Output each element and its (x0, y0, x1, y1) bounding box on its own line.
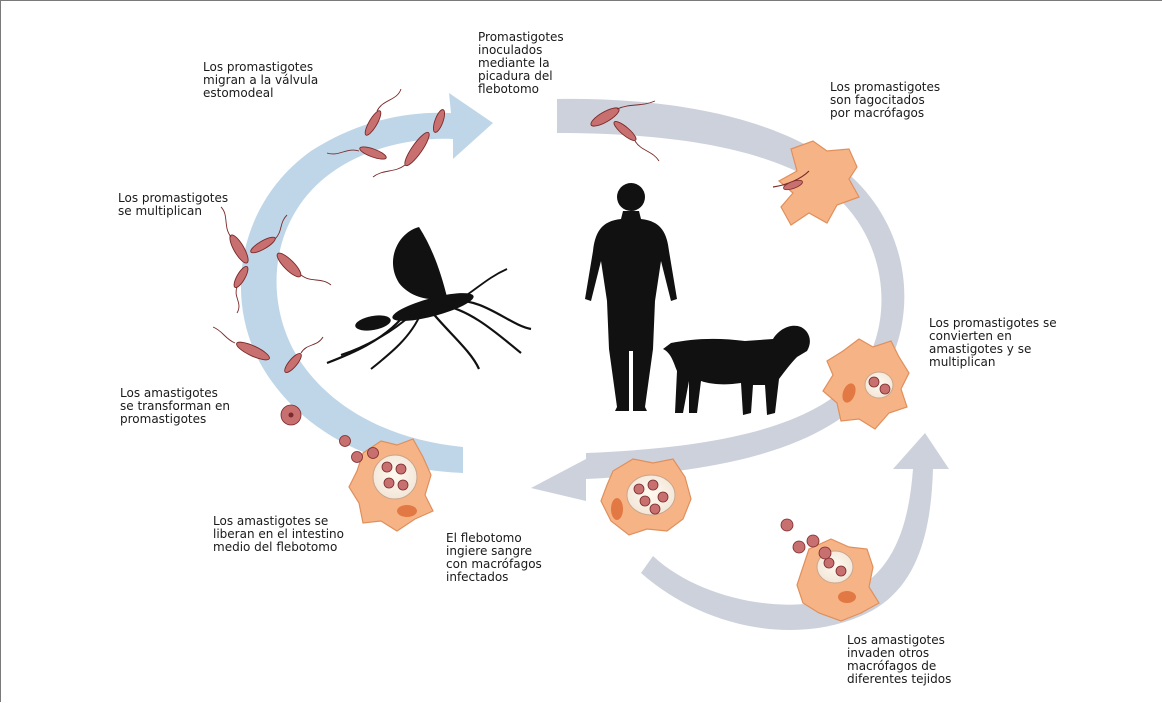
label-inoculated: Promastigotes inoculados mediante la pic… (478, 31, 564, 96)
label-invade: Los amastigotes invaden otros macrófagos… (847, 634, 951, 686)
macrophage-infected (601, 459, 691, 535)
label-migrate: Los promastigotes migran a la válvula es… (203, 61, 318, 100)
label-convert: Los promastigotes se convierten en amast… (929, 317, 1057, 369)
label-phagocytosed: Los promastigotes son fagocitados por ma… (830, 81, 940, 120)
label-ingest: El flebotomo ingiere sangre con macrófag… (446, 532, 542, 584)
label-released: Los amastigotes se liberan en el intesti… (213, 515, 344, 554)
label-transform: Los amastigotes se transforman en promas… (120, 387, 230, 426)
human-icon (585, 183, 677, 411)
dog-icon (663, 326, 810, 415)
label-multiply: Los promastigotes se multiplican (118, 192, 228, 218)
sandfly-icon (327, 227, 531, 369)
